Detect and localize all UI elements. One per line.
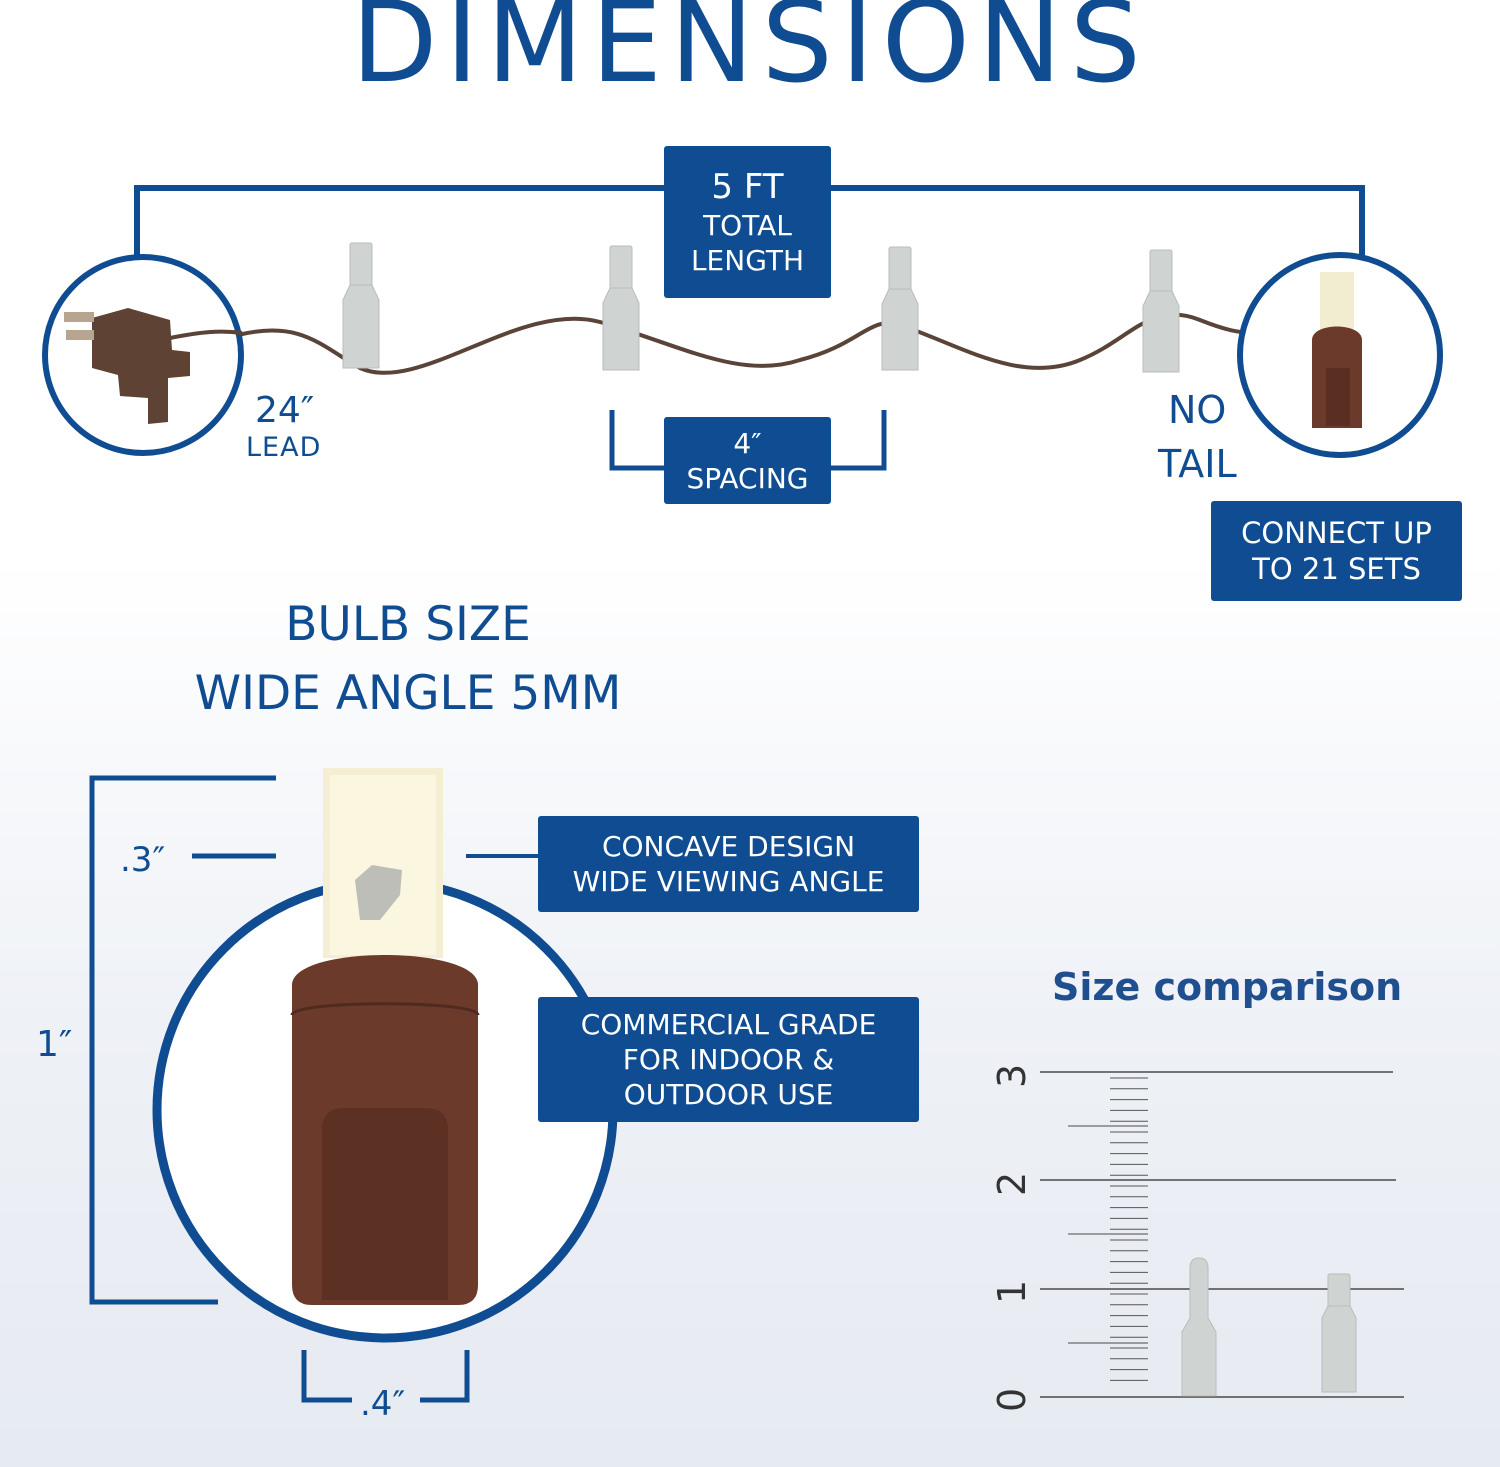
- lead-caption: LEAD: [246, 432, 322, 463]
- tail-label-1: NO: [1168, 388, 1227, 432]
- commercial-line-1: COMMERCIAL GRADE: [580, 1008, 877, 1041]
- string-bulb: [1142, 249, 1180, 373]
- total-length-label-2: LENGTH: [690, 244, 805, 278]
- base-bracket-right: [420, 1350, 470, 1403]
- bulb-size-heading: BULB SIZE: [285, 597, 531, 652]
- comparison-bulb-wide-angle: [1181, 1257, 1217, 1397]
- total-length-value: 5 FT: [711, 166, 784, 207]
- height-label: 1″: [36, 1024, 73, 1065]
- spacing-value: 4″: [733, 426, 762, 460]
- height-bracket: [89, 775, 276, 1305]
- comparison-title: Size comparison: [1052, 965, 1403, 1009]
- spacing-bracket-left: [609, 410, 665, 471]
- length-bracket-left: [134, 185, 665, 255]
- string-bulb: [602, 245, 640, 371]
- plug-icon: [64, 308, 243, 424]
- length-bracket-right: [830, 185, 1365, 255]
- bulb-size-subheading: WIDE ANGLE 5MM: [194, 666, 622, 721]
- connect-line-2: TO 21 SETS: [1252, 552, 1421, 586]
- comparison-bulb-standard: [1321, 1273, 1357, 1393]
- base-width-label: .4″: [360, 1384, 406, 1424]
- large-bulb-icon: [290, 768, 480, 1305]
- string-bulb: [881, 246, 919, 371]
- string-bulb: [342, 242, 380, 369]
- concave-line-1: CONCAVE DESIGN: [601, 830, 856, 863]
- spacing-bracket-right: [830, 410, 887, 471]
- concave-line-2: WIDE VIEWING ANGLE: [572, 865, 885, 898]
- lens-width-label: .3″: [120, 840, 166, 880]
- scale-label-3: 3: [990, 1063, 1034, 1088]
- commercial-line-3: OUTDOOR USE: [623, 1078, 834, 1111]
- tail-label-2: TAIL: [1158, 442, 1237, 486]
- total-length-box: 5 FT TOTAL LENGTH: [664, 146, 831, 298]
- end-bulb-icon: [1312, 272, 1362, 428]
- ruler-ticks: [1110, 1077, 1148, 1381]
- wire: [237, 312, 1259, 375]
- lead-value: 24″: [255, 390, 315, 431]
- connect-sets-box: CONNECT UP TO 21 SETS: [1211, 501, 1462, 601]
- scale-label-2: 2: [990, 1171, 1034, 1196]
- concave-design-box: CONCAVE DESIGN WIDE VIEWING ANGLE: [538, 816, 919, 912]
- total-length-label-1: TOTAL: [703, 209, 792, 243]
- scale-label-0: 0: [990, 1387, 1034, 1412]
- base-bracket-left: [301, 1350, 352, 1403]
- commercial-line-2: FOR INDOOR &: [622, 1043, 835, 1076]
- spacing-label: SPACING: [686, 461, 809, 495]
- commercial-grade-box: COMMERCIAL GRADE FOR INDOOR & OUTDOOR US…: [538, 997, 919, 1122]
- page-title: DIMENSIONS: [351, 0, 1149, 108]
- spacing-box: 4″ SPACING: [664, 417, 831, 504]
- scale-label-1: 1: [990, 1279, 1034, 1304]
- connect-line-1: CONNECT UP: [1241, 515, 1432, 550]
